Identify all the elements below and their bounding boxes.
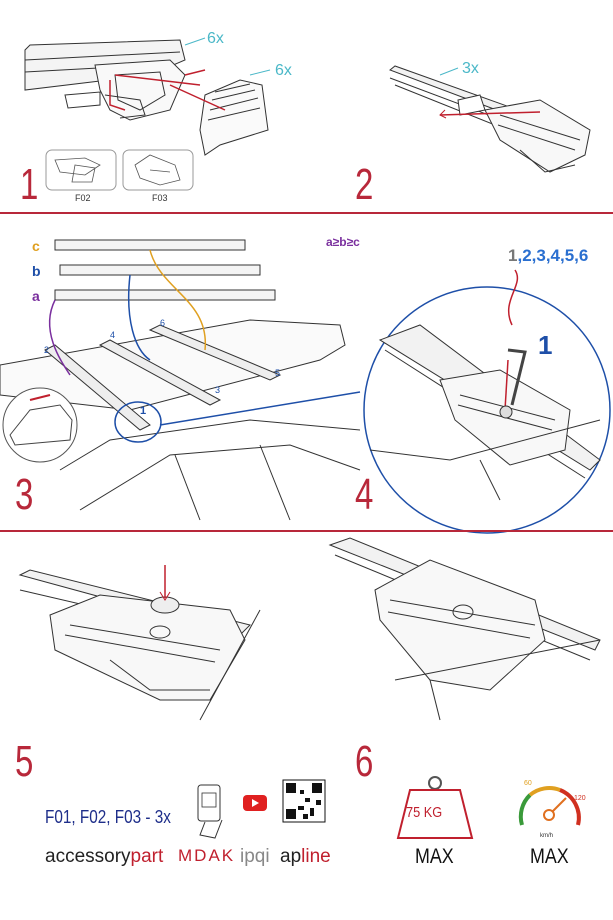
parts-count: F01, F02, F03 - 3x: [45, 807, 171, 827]
pos-4: 4: [110, 330, 116, 340]
phone-scan-icon: [197, 784, 223, 839]
callout-6x-a: 6x: [207, 30, 224, 47]
step-number-6: 6: [355, 737, 374, 786]
step4-bolt-1: 1: [538, 330, 553, 360]
weight-value: 75 KG: [406, 804, 443, 821]
callout-6x-b: 6x: [275, 62, 292, 79]
qr-code-icon: [282, 779, 326, 823]
speed-120: 120: [574, 795, 586, 802]
order-rule: a≥b≥c: [326, 235, 360, 249]
divider-2: [0, 530, 613, 532]
speed-unit: km/h: [540, 833, 554, 839]
bar-label-c: c: [32, 238, 40, 254]
brand-ap-text: ap: [280, 846, 302, 867]
speed-60: 60: [524, 780, 532, 787]
pos-5: 5: [275, 368, 281, 378]
brand-line-text: line: [301, 846, 331, 867]
max-weight-label: MAX: [415, 845, 454, 868]
sequence-rest: ,2,3,4,5,6: [517, 246, 589, 265]
step-number-4: 4: [355, 470, 374, 519]
divider-1: [0, 212, 613, 214]
max-speed-label: MAX: [530, 845, 569, 868]
step-number-3: 3: [15, 470, 34, 519]
step-number-5: 5: [15, 737, 34, 786]
brand-accessorypart: accessorypart: [45, 846, 163, 868]
youtube-icon: [243, 795, 267, 811]
fig-f03-caption: F03: [152, 193, 168, 203]
fig-f02-caption: F02: [75, 193, 91, 203]
step-number-1: 1: [20, 160, 39, 209]
bar-label-b: b: [32, 263, 41, 279]
brand-mdak: MDAK: [178, 846, 236, 865]
brand-part-text: part: [130, 846, 164, 867]
torque-sequence: 1,2,3,4,5,6: [508, 246, 588, 266]
bar-label-a: a: [32, 288, 40, 304]
speedometer-icon: [518, 786, 581, 826]
brand-accessory-text: accessory: [45, 846, 131, 867]
pos-6: 6: [160, 318, 166, 328]
pos-2: 2: [44, 345, 50, 355]
callout-3x: 3x: [462, 60, 479, 77]
brand-apline: apline: [280, 846, 331, 868]
step-number-2: 2: [355, 160, 374, 209]
sequence-first: 1: [508, 246, 518, 265]
pos-1: 1: [140, 405, 147, 417]
pos-3: 3: [215, 385, 221, 395]
brand-ipqi: ipqi: [240, 846, 270, 867]
weight-icon: [396, 776, 474, 839]
